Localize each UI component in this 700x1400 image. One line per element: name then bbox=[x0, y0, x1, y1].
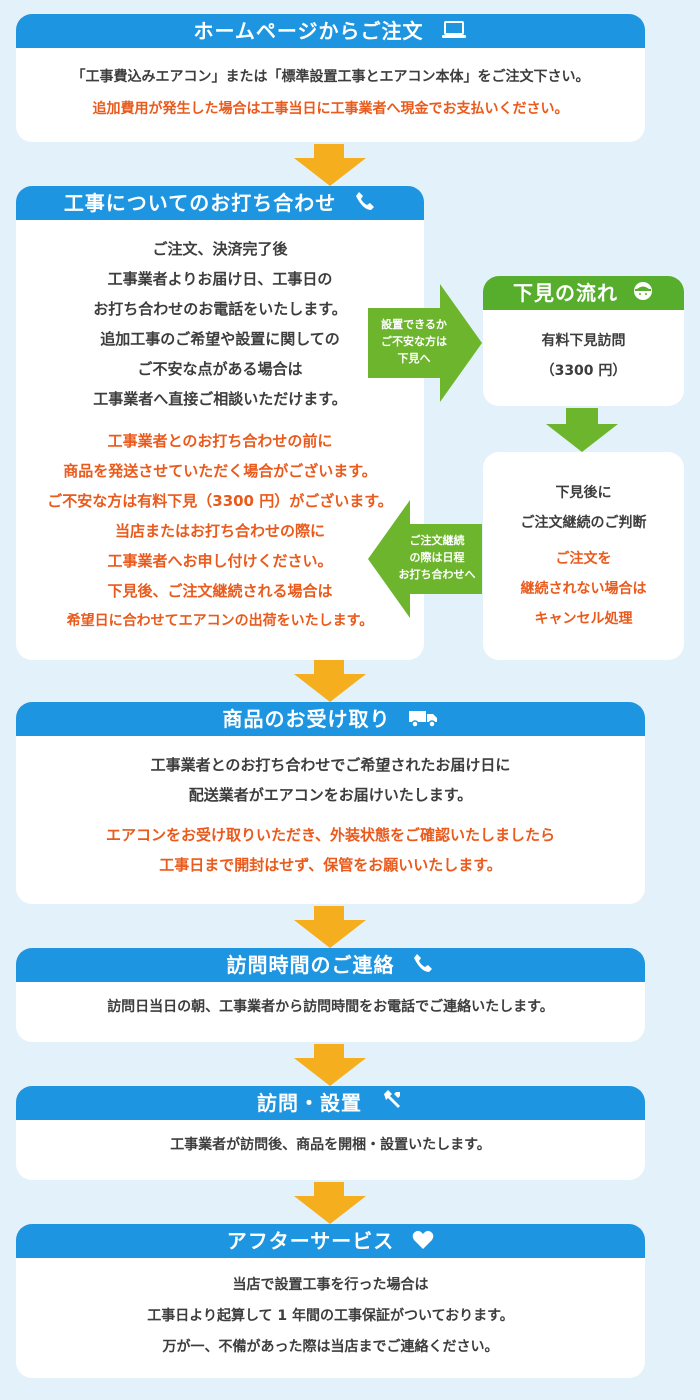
step-order-line2: 追加費用が発生した場合は工事当日に工事業者へ現金でお支払いください。 bbox=[92, 101, 569, 117]
step-order-card: ホームページからご注文 「工事費込みエアコン」または「標準設置工事とエアコン本体… bbox=[16, 14, 645, 142]
step-after-service-line: 当店で設置工事を行った場合は bbox=[232, 1277, 429, 1293]
truck-icon bbox=[408, 704, 438, 738]
step-order-title: ホームページからご注文 bbox=[193, 19, 424, 43]
step-meeting-orange-line: 希望日に合わせてエアコンの出荷をいたします。 bbox=[66, 613, 374, 629]
step-meeting-line: お打ち合わせのお電話をいたします。 bbox=[93, 300, 347, 318]
inspection-line2: （3300 円） bbox=[540, 363, 627, 379]
step-meeting-orange-line: 工事業者とのお打ち合わせの前に bbox=[107, 432, 333, 450]
arrow-right-text: 下見へ bbox=[397, 352, 431, 365]
step-install-card: 訪問・設置 工事業者が訪問後、商品を開梱・設置いたします。 bbox=[16, 1086, 645, 1180]
step-meeting-orange-line: 当店またはお打ち合わせの際に bbox=[114, 522, 325, 540]
step-delivery-line: 工事業者とのお打ち合わせでご希望されたお届け日に bbox=[150, 756, 511, 774]
step-after-service-line: 工事日より起算して 1 年間の工事保証がついております。 bbox=[147, 1308, 514, 1324]
after-inspection-line2: ご注文継続のご判断 bbox=[520, 515, 647, 531]
step-order-line1: 「工事費込みエアコン」または「標準設置工事とエアコン本体」をご注文下さい。 bbox=[71, 69, 590, 85]
laptop-icon bbox=[441, 16, 467, 50]
wrench-icon bbox=[380, 1088, 404, 1122]
step-delivery-header: 商品のお受け取り bbox=[16, 702, 645, 736]
step-delivery-line: 配送業者がエアコンをお届けいたします。 bbox=[188, 786, 473, 804]
step-meeting-line: 工事業者へ直接ご相談いただけます。 bbox=[93, 390, 347, 408]
phone-icon bbox=[412, 950, 434, 984]
step-after-service-line: 万が一、不備があった際は当店までご連絡ください。 bbox=[162, 1339, 499, 1355]
after-inspection-orange-line: キャンセル処理 bbox=[534, 611, 633, 627]
arrow-right-text: ご不安な方は bbox=[381, 335, 447, 348]
step-delivery-card: 商品のお受け取り 工事業者とのお打ち合わせでご希望されたお届け日に 配送業者がエ… bbox=[16, 702, 645, 904]
inspection-card: 下見の流れ 有料下見訪問 （3300 円） bbox=[483, 276, 684, 406]
step-meeting-orange-line: 下見後、ご注文継続される場合は bbox=[107, 582, 333, 600]
helmet-icon bbox=[632, 278, 654, 312]
heart-icon bbox=[412, 1226, 434, 1260]
after-inspection-orange-line: ご注文を bbox=[555, 551, 612, 567]
after-inspection-line1: 下見後に bbox=[555, 485, 612, 501]
step-install-line: 工事業者が訪問後、商品を開梱・設置いたします。 bbox=[170, 1137, 491, 1153]
arrow-right-text: 設置できるか bbox=[381, 318, 447, 331]
inspection-header: 下見の流れ bbox=[483, 276, 684, 310]
step-install-header: 訪問・設置 bbox=[16, 1086, 645, 1120]
step-meeting-line: 追加工事のご希望や設置に関しての bbox=[100, 330, 340, 348]
step-delivery-orange-line: 工事日まで開封はせず、保管をお願いいたします。 bbox=[159, 856, 502, 874]
arrow-left-text: お打ち合わせへ bbox=[398, 568, 476, 581]
step-after-service-title: アフターサービス bbox=[226, 1229, 395, 1253]
arrow-left-text: の際は日程 bbox=[409, 551, 465, 564]
inspection-title: 下見の流れ bbox=[513, 281, 619, 305]
step-visit-time-title: 訪問時間のご連絡 bbox=[226, 953, 395, 977]
step-meeting-card: 工事についてのお打ち合わせ ご注文、決済完了後 工事業者よりお届け日、工事日の … bbox=[16, 186, 424, 660]
step-meeting-orange-line: 商品を発送させていただく場合がございます。 bbox=[63, 462, 377, 480]
step-visit-time-header: 訪問時間のご連絡 bbox=[16, 948, 645, 982]
step-delivery-title: 商品のお受け取り bbox=[222, 707, 391, 731]
step-after-service-card: アフターサービス 当店で設置工事を行った場合は 工事日より起算して 1 年間の工… bbox=[16, 1224, 645, 1378]
step-after-service-header: アフターサービス bbox=[16, 1224, 645, 1258]
step-meeting-header: 工事についてのお打ち合わせ bbox=[16, 186, 424, 220]
step-order-header: ホームページからご注文 bbox=[16, 14, 645, 48]
step-meeting-title: 工事についてのお打ち合わせ bbox=[63, 191, 337, 215]
step-install-title: 訪問・設置 bbox=[257, 1091, 363, 1115]
after-inspection-orange-line: 継続されない場合は bbox=[520, 581, 647, 597]
arrow-left-text: ご注文継続 bbox=[409, 534, 465, 547]
step-delivery-orange-line: エアコンをお受け取りいただき、外装状態をご確認いたしましたら bbox=[106, 826, 555, 844]
step-visit-time-card: 訪問時間のご連絡 訪問日当日の朝、工事業者から訪問時間をお電話でご連絡いたします… bbox=[16, 948, 645, 1042]
step-meeting-line: ご不安な点がある場合は bbox=[137, 360, 303, 378]
inspection-line1: 有料下見訪問 bbox=[541, 333, 626, 349]
step-meeting-orange-line: 工事業者へお申し付けください。 bbox=[107, 552, 333, 570]
step-meeting-orange-line: ご不安な方は有料下見（3300 円）がございます。 bbox=[47, 492, 393, 510]
after-inspection-card: 下見後に ご注文継続のご判断 ご注文を 継続されない場合は キャンセル処理 bbox=[483, 452, 684, 660]
step-meeting-line: 工事業者よりお届け日、工事日の bbox=[107, 270, 333, 288]
step-meeting-line: ご注文、決済完了後 bbox=[152, 240, 288, 258]
phone-icon bbox=[354, 188, 376, 222]
step-visit-time-line: 訪問日当日の朝、工事業者から訪問時間をお電話でご連絡いたします。 bbox=[107, 999, 554, 1015]
